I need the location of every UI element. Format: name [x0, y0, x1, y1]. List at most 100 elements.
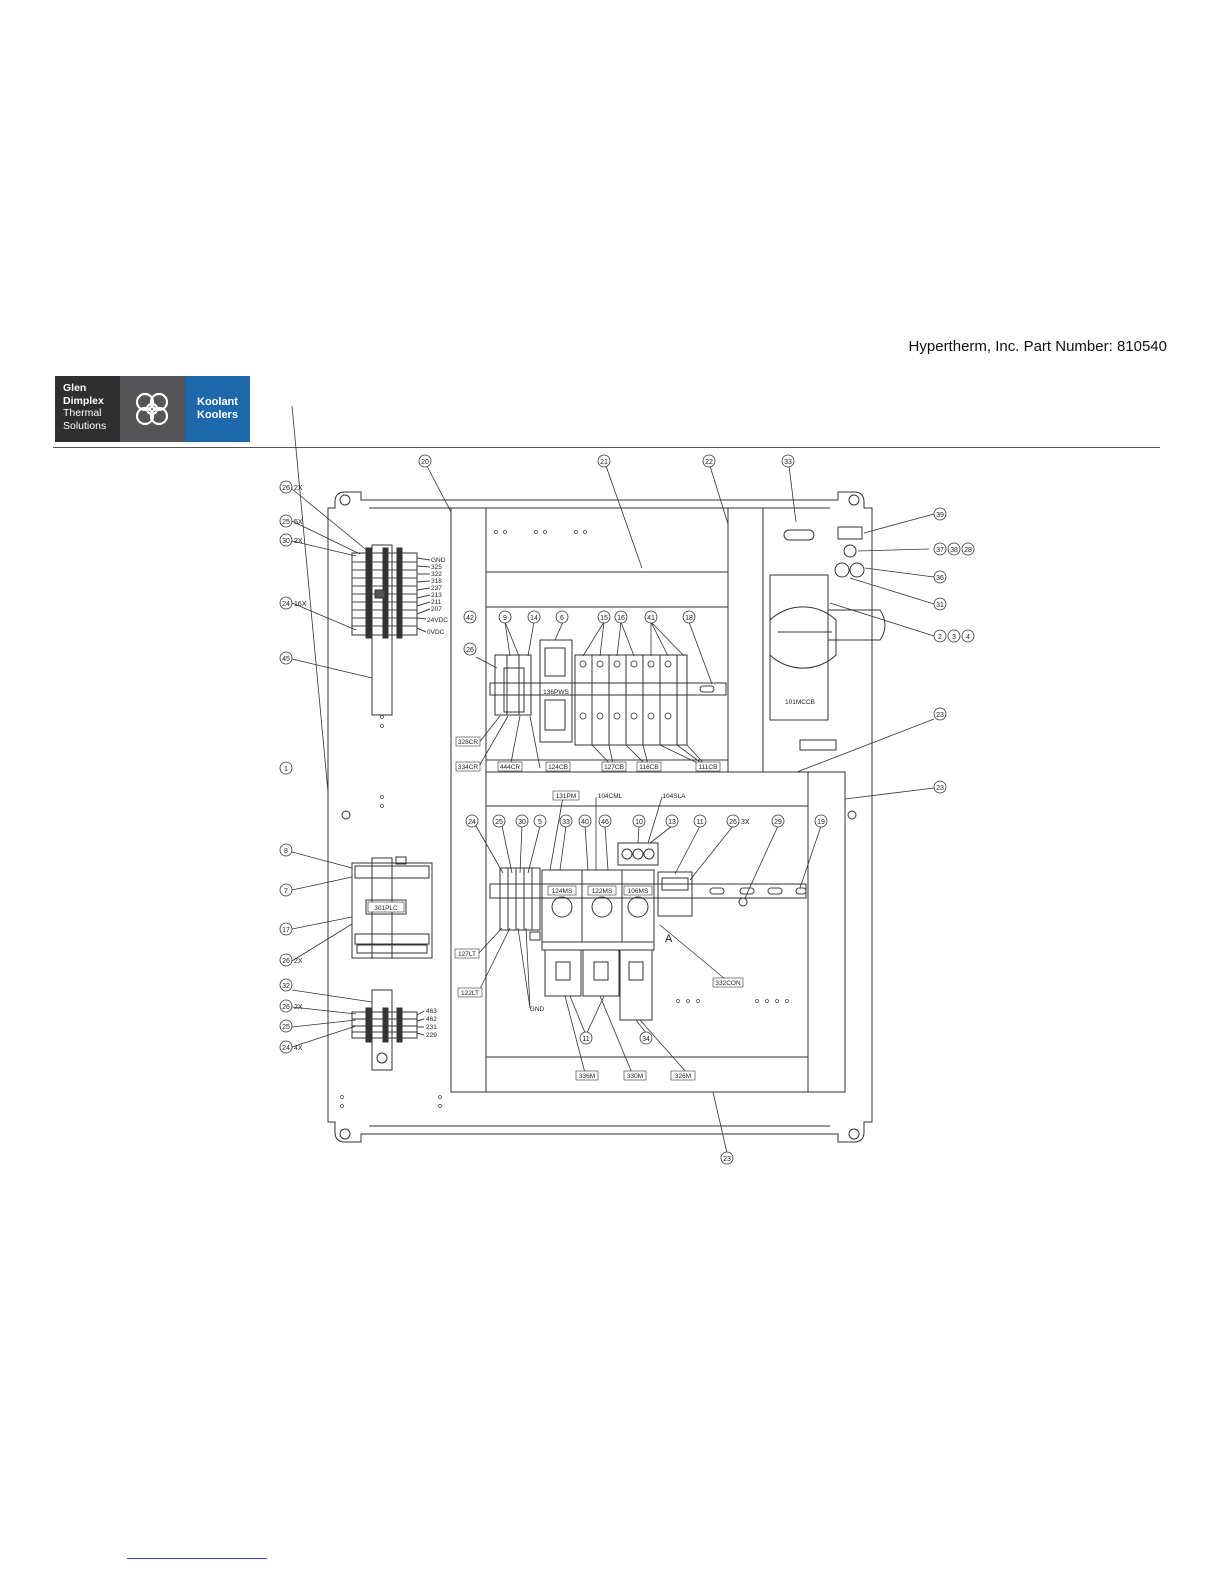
svg-text:30: 30 — [282, 538, 290, 545]
terminal-label: 462 — [426, 1016, 437, 1023]
qty-26-b: 2X — [294, 958, 303, 965]
balloon-6: 6 — [555, 610, 569, 624]
balloon-31: 31 — [933, 597, 947, 611]
plc-module — [351, 856, 433, 959]
balloon-21: 21 — [597, 454, 611, 468]
balloon-1: 1 — [279, 761, 293, 775]
svg-text:334CR: 334CR — [458, 764, 479, 771]
svg-text:24: 24 — [282, 1045, 290, 1052]
balloon-36: 36 — [933, 570, 947, 584]
tag-plc: 301PLC — [367, 901, 405, 913]
svg-text:328CR: 328CR — [458, 739, 479, 746]
terminal-label: 211 — [431, 599, 442, 606]
qty-30-a: 2X — [294, 538, 303, 545]
svg-text:2: 2 — [938, 634, 942, 641]
terminal-label: 322 — [431, 571, 442, 578]
svg-text:46: 46 — [601, 819, 609, 826]
svg-text:6: 6 — [560, 615, 564, 622]
qty-26-e: 3X — [741, 819, 750, 826]
balloon-4: 4 — [961, 629, 975, 643]
tag-m-1: 336M — [575, 1070, 599, 1081]
balloon-18: 18 — [682, 610, 696, 624]
tag-cb-1: 124CB — [545, 761, 571, 772]
balloon-41: 41 — [644, 610, 658, 624]
terminal-label: 0VDC — [427, 629, 445, 636]
svg-text:42: 42 — [466, 615, 474, 622]
svg-text:25: 25 — [282, 519, 290, 526]
svg-text:39: 39 — [936, 512, 944, 519]
svg-text:5: 5 — [538, 819, 542, 826]
logo-text-koolers: Koolers — [197, 409, 238, 421]
control-relay-lower — [657, 871, 693, 917]
svg-text:127LT: 127LT — [458, 951, 476, 958]
balloon-25-b: 25 — [279, 1019, 293, 1033]
svg-text:25: 25 — [282, 1024, 290, 1031]
balloon-23-a: 23 — [933, 707, 947, 721]
qty-24-b: 4X — [294, 1045, 303, 1052]
balloon-46: 46 — [598, 814, 612, 828]
terminal-label: 213 — [431, 592, 442, 599]
svg-text:28: 28 — [964, 547, 972, 554]
balloon-9: 9 — [498, 610, 512, 624]
tag-pm: 131PM — [552, 790, 580, 801]
balloon-38: 38 — [947, 542, 961, 556]
svg-text:GND: GND — [530, 1006, 545, 1013]
svg-text:26: 26 — [282, 485, 290, 492]
balloon-5: 5 — [533, 814, 547, 828]
tag-cml: 104CML — [598, 793, 623, 800]
tag-ms-3: 106MS — [623, 885, 653, 896]
balloon-30-a: 30 — [279, 533, 293, 547]
svg-text:11: 11 — [696, 819, 703, 826]
svg-text:33: 33 — [562, 819, 570, 826]
balloon-17: 17 — [279, 922, 293, 936]
balloon-24-b: 24 — [279, 1040, 293, 1054]
svg-text:24: 24 — [468, 819, 476, 826]
balloon-45: 45 — [279, 651, 293, 665]
svg-text:14: 14 — [530, 615, 538, 622]
svg-text:4: 4 — [966, 634, 970, 641]
qty-26-c: 2X — [294, 1004, 303, 1011]
tag-ms-1: 124MS — [547, 885, 577, 896]
logo-text-thermal: Thermal — [63, 407, 102, 419]
ground-stud — [738, 897, 748, 907]
terminal-label: 24VDC — [427, 617, 448, 624]
svg-text:336M: 336M — [579, 1073, 595, 1080]
balloon-26-e: 26 — [726, 814, 740, 828]
din-rail-left-lower — [371, 989, 393, 1071]
terminal-blocks-lower-rail — [499, 867, 541, 941]
motor-starters — [541, 869, 655, 951]
logo-glen-dimplex: Glen Dimplex Thermal Solutions — [55, 376, 120, 442]
balloon-20: 20 — [418, 454, 432, 468]
logo-text-solutions: Solutions — [63, 419, 107, 432]
tag-cr-2: 334CR — [455, 761, 481, 772]
tag-con: 332CON — [712, 977, 744, 988]
svg-text:34: 34 — [642, 1036, 650, 1043]
svg-text:18: 18 — [685, 615, 693, 622]
svg-text:106MS: 106MS — [628, 888, 649, 895]
logo-koolant-koolers: Koolant Koolers — [185, 376, 250, 442]
tag-cb-2: 127CB — [601, 761, 627, 772]
svg-text:127CB: 127CB — [604, 764, 624, 771]
svg-text:301PLC: 301PLC — [374, 905, 398, 912]
balloon-40: 40 — [578, 814, 592, 828]
balloon-26-c: 26 — [279, 999, 293, 1013]
back-plate — [327, 491, 873, 1143]
balloon-26-b: 26 — [279, 953, 293, 967]
balloon-28: 28 — [961, 542, 975, 556]
balloon-22: 22 — [702, 454, 716, 468]
wire-duct-lower-middle — [485, 771, 809, 1093]
svg-text:23: 23 — [936, 785, 944, 792]
svg-text:26: 26 — [282, 1004, 290, 1011]
footer-link-underline — [127, 1558, 267, 1559]
svg-text:37: 37 — [936, 547, 944, 554]
svg-text:3: 3 — [952, 634, 956, 641]
svg-text:17: 17 — [282, 927, 290, 934]
tag-ms-2: 122MS — [587, 885, 617, 896]
contactors — [544, 949, 653, 1021]
svg-text:122LT: 122LT — [461, 990, 479, 997]
balloon-29: 29 — [771, 814, 785, 828]
tag-m-3: 326M — [670, 1070, 696, 1081]
balloon-33-b: 33 — [559, 814, 573, 828]
balloon-10: 10 — [632, 814, 646, 828]
